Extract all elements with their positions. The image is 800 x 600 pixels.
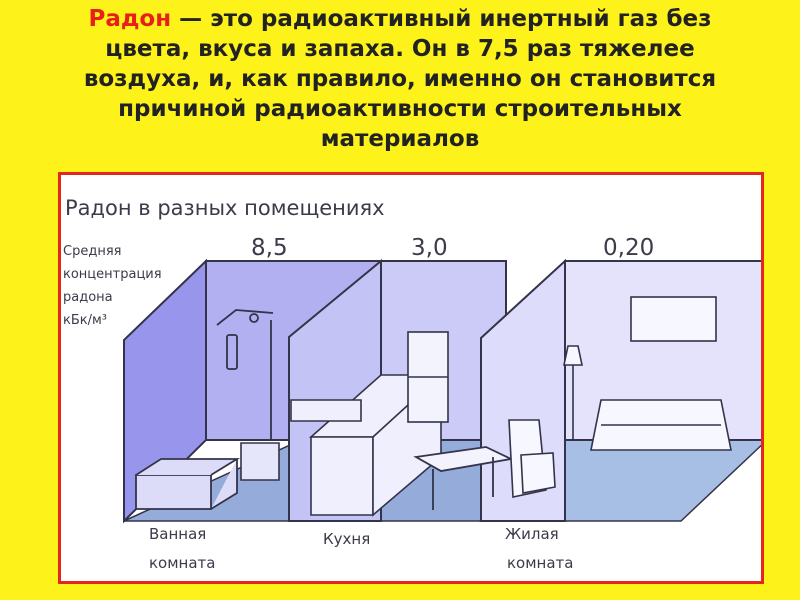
room-value-living: 0,20: [603, 235, 654, 261]
sink-stand-icon: [240, 442, 280, 481]
armchair-icon: [508, 419, 556, 498]
floor-lamp-icon: [563, 345, 583, 440]
legend-line-3: радона: [63, 290, 113, 305]
living-room: [508, 260, 761, 498]
radon-rooms-figure: Радон в разных помещениях Средняя концен…: [58, 172, 764, 584]
legend-line-1: Средняя: [63, 244, 121, 259]
room-value-kitchen: 3,0: [411, 235, 448, 261]
intro-text: Радон — это радиоактивный инертный газ б…: [0, 4, 800, 152]
room-label-living-line-1: Жилая: [505, 525, 559, 543]
intro-line-4: причиной радиоактивности строительных: [118, 96, 682, 122]
legend-line-2: концентрация: [63, 267, 162, 282]
sofa-icon: [590, 399, 732, 451]
fridge-icon: [407, 331, 449, 423]
intro-line-5: материалов: [320, 126, 480, 152]
room-value-bathroom: 8,5: [251, 235, 288, 261]
figure-title: Радон в разных помещениях: [65, 196, 385, 220]
bathtub-icon: [135, 458, 241, 510]
room-label-kitchen: Кухня: [323, 530, 370, 548]
intro-line-2: цвета, вкуса и запаха. Он в 7,5 раз тяже…: [105, 36, 695, 62]
radon-highlight: Радон: [88, 6, 172, 32]
intro-line-3: воздуха, и, как правило, именно он стано…: [83, 66, 717, 92]
room-labels: Ванная комната Кухня Жилая комната: [149, 525, 573, 572]
rooms-illustration: Радон в разных помещениях Средняя концен…: [63, 196, 761, 572]
room-label-living-line-2: комната: [507, 554, 573, 572]
room-values: 8,5 3,0 0,20: [251, 235, 654, 261]
concentration-legend: Средняя концентрация радона кБк/м³: [63, 244, 162, 328]
legend-line-4: кБк/м³: [63, 313, 107, 328]
shower-icon: [216, 309, 274, 440]
intro-line-1: Радон — это радиоактивный инертный газ б…: [88, 6, 712, 32]
window-icon: [630, 296, 717, 342]
kitchen: [290, 258, 566, 522]
room-label-bathroom-line-1: Ванная: [149, 525, 206, 543]
room-label-bathroom-line-2: комната: [149, 554, 215, 572]
